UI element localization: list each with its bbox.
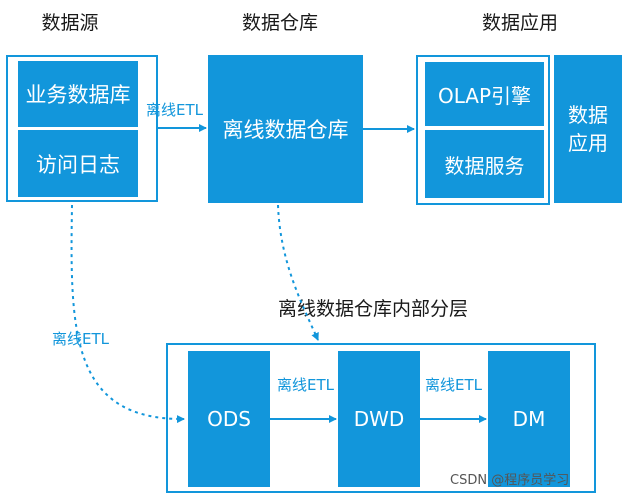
etl-label-dwd-to-dm: 离线ETL bbox=[425, 376, 482, 394]
column-title-application: 数据应用 bbox=[481, 12, 558, 34]
business-db-label: 业务数据库 bbox=[25, 83, 131, 107]
arrow-log-to-ods bbox=[70, 204, 185, 424]
data-app-label-line1: 数据 bbox=[568, 103, 608, 127]
olap-engine-label: OLAP引擎 bbox=[437, 83, 532, 108]
olap-engine-box: OLAP引擎 bbox=[425, 62, 544, 126]
dm-layer-label: DM bbox=[512, 407, 546, 431]
etl-label-source-to-warehouse: 离线ETL bbox=[146, 101, 203, 119]
etl-label-ods-to-dwd: 离线ETL bbox=[277, 376, 334, 394]
data-app-box: 数据 应用 bbox=[554, 55, 622, 203]
ods-layer-box: ODS bbox=[188, 351, 270, 487]
offline-warehouse-label: 离线数据仓库 bbox=[222, 118, 349, 142]
data-app-label-line2: 应用 bbox=[568, 131, 608, 155]
data-service-label: 数据服务 bbox=[444, 153, 525, 178]
business-db-box: 业务数据库 bbox=[18, 61, 138, 127]
offline-warehouse-box: 离线数据仓库 bbox=[208, 55, 363, 203]
access-log-box: 访问日志 bbox=[18, 130, 138, 197]
dwd-layer-label: DWD bbox=[353, 407, 405, 431]
etl-label-log-to-ods: 离线ETL bbox=[52, 330, 109, 348]
layers-title: 离线数据仓库内部分层 bbox=[278, 298, 469, 320]
ods-layer-label: ODS bbox=[207, 407, 251, 431]
dwd-layer-box: DWD bbox=[338, 351, 420, 487]
watermark: CSDN @程序员学习 bbox=[450, 473, 570, 488]
data-service-box: 数据服务 bbox=[425, 130, 544, 198]
access-log-label: 访问日志 bbox=[36, 152, 120, 177]
column-title-warehouse: 数据仓库 bbox=[241, 12, 318, 34]
dm-layer-box: DM bbox=[488, 351, 570, 487]
arrow-warehouse-to-layers bbox=[277, 204, 319, 341]
column-title-source: 数据源 bbox=[41, 12, 99, 34]
